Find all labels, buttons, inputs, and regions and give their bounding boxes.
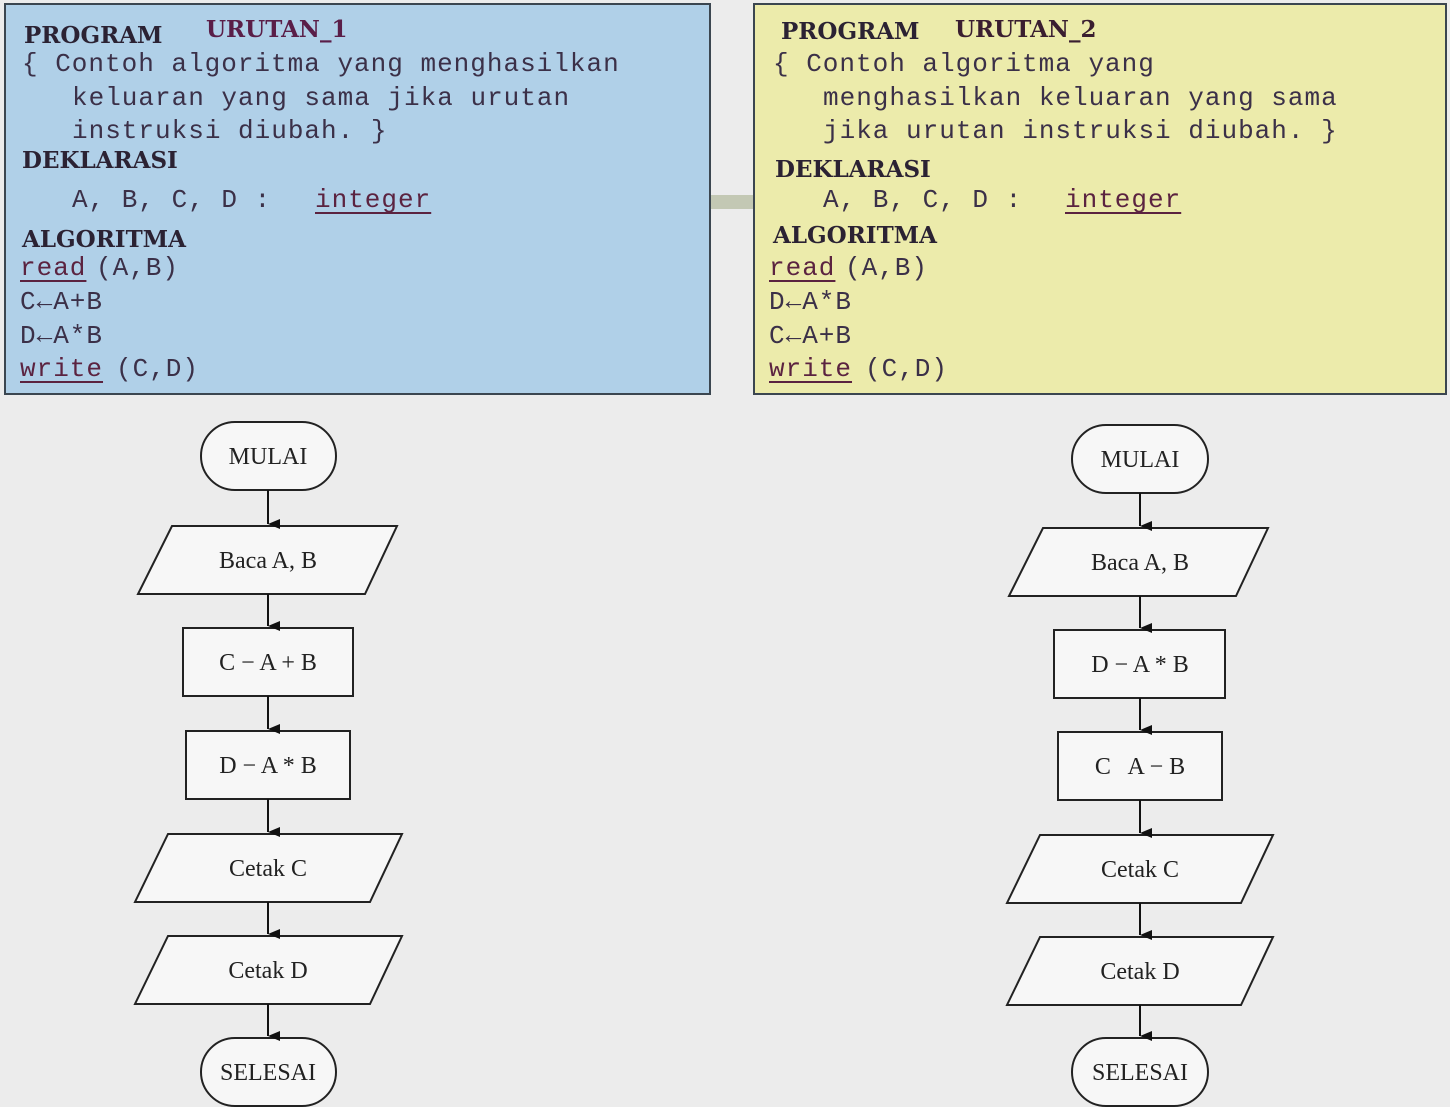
output-label-2: Cetak D — [1100, 959, 1179, 985]
algorithm-label: ALGORITMA — [22, 226, 186, 253]
output-parallelogram-1 — [133, 833, 404, 903]
comment-line-3: instruksi diubah. } — [72, 116, 388, 146]
comment-line-2: keluaran yang sama jika urutan — [72, 83, 571, 113]
input-label: Baca A, B — [1091, 550, 1189, 576]
program-panel-urutan-2: PROGRAM URUTAN_2 { Contoh algoritma yang… — [753, 3, 1447, 395]
declaration-label: DEKLARASI — [775, 156, 931, 183]
output-label-1: Cetak C — [229, 856, 307, 882]
start-label: MULAI — [1101, 447, 1180, 473]
output-label-1: Cetak C — [1101, 857, 1179, 883]
program-name: URUTAN_1 — [206, 16, 348, 43]
process-label-1: C − A + B — [219, 650, 317, 676]
declaration-vars: A, B, C, D : — [72, 185, 272, 215]
process-box-2 — [1057, 731, 1223, 801]
program-name: URUTAN_2 — [955, 16, 1097, 43]
input-parallelogram — [1007, 527, 1270, 597]
comment-line-2: menghasilkan keluaran yang sama — [823, 83, 1338, 113]
flowchart-urutan-1: MULAI Baca A, B C − A + B D − A * B Ceta… — [133, 421, 404, 1107]
start-label: MULAI — [229, 444, 308, 470]
declaration-vars: A, B, C, D : — [823, 185, 1023, 215]
program-panel-urutan-1: PROGRAM URUTAN_1 { Contoh algoritma yang… — [4, 3, 711, 395]
process-box-1 — [182, 627, 354, 697]
algorithm-step-1: C←A+B — [20, 287, 104, 317]
algorithm-step-2: C←A+B — [769, 321, 853, 351]
panel-connector — [711, 195, 753, 209]
output-parallelogram-2 — [133, 935, 404, 1005]
declaration-type: integer — [315, 185, 432, 215]
input-parallelogram — [136, 525, 399, 595]
algorithm-step-2: D←A*B — [20, 321, 104, 351]
program-label: PROGRAM — [781, 18, 920, 45]
declaration-label: DEKLARASI — [22, 147, 178, 174]
comment-line-3: jika urutan instruksi diubah. } — [823, 116, 1338, 146]
write-keyword: write — [20, 354, 104, 384]
output-parallelogram-2 — [1005, 936, 1275, 1006]
comment-line-1: { Contoh algoritma yang menghasilkan — [22, 49, 620, 79]
read-keyword: read — [769, 253, 836, 283]
write-keyword: write — [769, 354, 853, 384]
declaration-type: integer — [1065, 185, 1182, 215]
write-args: (C,D) — [116, 354, 200, 384]
end-label: SELESAI — [220, 1060, 316, 1086]
end-label: SELESAI — [1092, 1060, 1188, 1086]
output-label-2: Cetak D — [228, 958, 307, 984]
process-label-2: D − A * B — [219, 753, 317, 779]
process-label-2: C A − B — [1095, 754, 1185, 780]
comment-line-1: { Contoh algoritma yang — [773, 49, 1155, 79]
process-label-1: D − A * B — [1091, 652, 1189, 678]
read-args: (A,B) — [96, 253, 180, 283]
output-parallelogram-1 — [1005, 834, 1275, 904]
process-box-1 — [1053, 629, 1226, 699]
read-args: (A,B) — [845, 253, 929, 283]
algorithm-label: ALGORITMA — [773, 222, 937, 249]
input-label: Baca A, B — [219, 548, 317, 574]
write-args: (C,D) — [865, 354, 949, 384]
program-label: PROGRAM — [24, 22, 163, 49]
algorithm-step-1: D←A*B — [769, 287, 853, 317]
flowchart-urutan-2: MULAI Baca A, B D − A * B C A − B Cetak … — [1005, 424, 1275, 1107]
read-keyword: read — [20, 253, 87, 283]
